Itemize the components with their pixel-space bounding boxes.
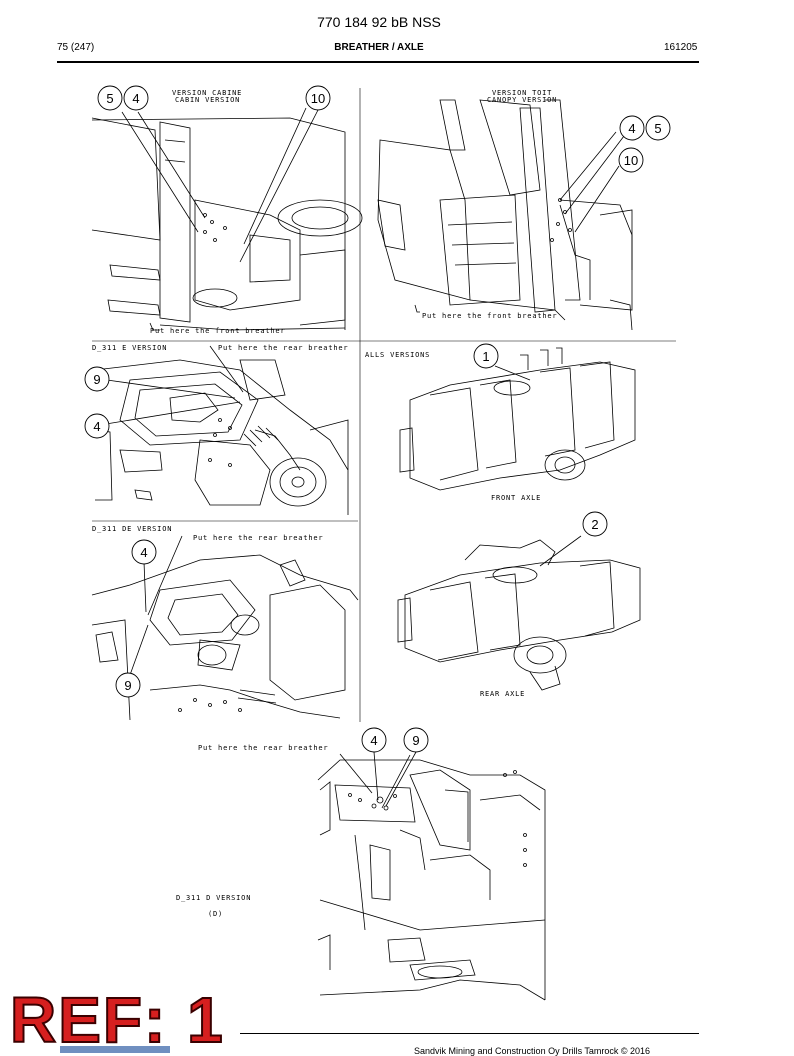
rear-axle-drawing — [397, 535, 641, 691]
callout-circle — [619, 115, 645, 141]
e-version-note: Put here the rear breather — [218, 344, 348, 352]
ref-stamp: REF: 1 — [9, 984, 225, 1056]
document-number: 770 184 92 bB NSS — [317, 14, 441, 30]
canopy-label-en: CANOPY VERSION — [487, 96, 557, 104]
e-version-label: D_311 E VERSION — [92, 344, 167, 352]
de-version-label: D_311 DE VERSION — [92, 525, 172, 533]
callout-1: 1 — [482, 349, 489, 364]
callout-4: 4 — [628, 121, 635, 136]
de-version-note: Put here the rear breather — [193, 534, 323, 542]
cabin-version-drawing — [91, 107, 363, 331]
cabin-label-fr: VERSION CABINE — [172, 89, 242, 97]
callout-circle — [97, 85, 123, 111]
callout-circle — [473, 343, 499, 369]
callout-circle — [361, 727, 387, 753]
callout-4: 4 — [140, 545, 147, 560]
all-versions-label: ALLS VERSIONS — [365, 351, 430, 359]
cabin-label-en: CABIN VERSION — [175, 96, 240, 104]
callout-4: 4 — [93, 419, 100, 434]
d-version-note: Put here the rear breather — [198, 744, 328, 752]
date-code: 161205 — [664, 42, 698, 53]
e-version-drawing — [94, 345, 349, 515]
footer-rule — [240, 1033, 699, 1034]
front-axle-label: FRONT AXLE — [491, 494, 541, 502]
callout-circle — [131, 539, 157, 565]
front-axle-drawing — [399, 347, 636, 491]
callout-4: 4 — [370, 733, 377, 748]
header-rule — [57, 61, 699, 63]
callout-circle — [305, 85, 331, 111]
d-version-label: D_311 D VERSION — [176, 894, 251, 902]
callout-circle — [123, 85, 149, 111]
callout-2: 2 — [591, 517, 598, 532]
callout-9: 9 — [124, 678, 131, 693]
canopy-note: Put here the front breather — [422, 312, 557, 320]
callout-circle — [84, 413, 110, 439]
callout-circle — [618, 147, 644, 173]
callout-5: 5 — [654, 121, 661, 136]
cabin-note: Put here the front breather — [150, 327, 285, 335]
callout-5: 5 — [106, 91, 113, 106]
callout-4: 4 — [132, 91, 139, 106]
footer-copyright: Sandvik Mining and Construction Oy Drill… — [414, 1046, 651, 1056]
callout-9: 9 — [93, 372, 100, 387]
callout-circle — [403, 727, 429, 753]
callout-circle — [582, 511, 608, 537]
callout-circle — [84, 366, 110, 392]
sandvik-logo — [60, 1046, 170, 1053]
canopy-label-fr: VERSION TOIT — [492, 89, 552, 97]
canopy-version-drawing — [377, 99, 633, 331]
section-title: BREATHER / AXLE — [334, 42, 424, 53]
page-number: 75 (247) — [57, 42, 95, 53]
callout-circle — [115, 672, 141, 698]
callout-9: 9 — [412, 733, 419, 748]
rear-axle-label: REAR AXLE — [480, 690, 525, 698]
callout-10: 10 — [311, 91, 325, 106]
callout-10: 10 — [624, 153, 638, 168]
d-version-drawing — [317, 751, 546, 1001]
d-version-sub: (D) — [208, 910, 223, 918]
callout-circle — [645, 115, 671, 141]
